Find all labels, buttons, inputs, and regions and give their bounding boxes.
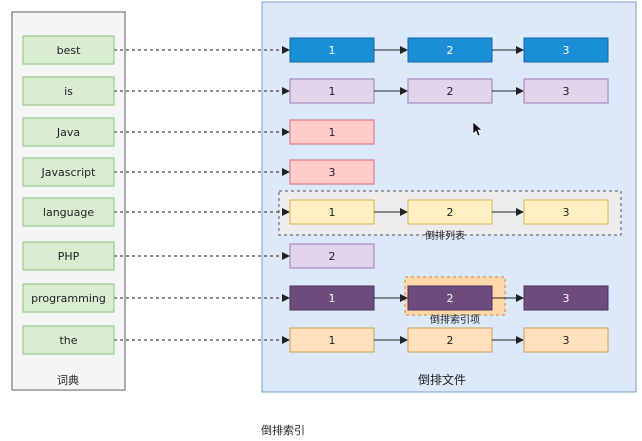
term-node-is: is (22, 76, 115, 106)
term-label: Javascript (41, 166, 97, 179)
term-box (22, 76, 115, 106)
posting-item-box (407, 285, 493, 311)
posting-item-box (289, 327, 375, 353)
term-box (22, 241, 115, 271)
term-node-language: language (22, 197, 115, 227)
posting-item-box (289, 285, 375, 311)
term-box (22, 197, 115, 227)
posting-list-the: 1 2 3 (289, 327, 609, 353)
posting-item-label: 1 (329, 206, 336, 219)
term-box (22, 325, 115, 355)
posting-item-label: 3 (329, 166, 336, 179)
posting-list-javascript: 3 (289, 159, 375, 185)
term-label: best (57, 44, 81, 57)
term-label: language (43, 206, 94, 219)
posting-item-label: 2 (447, 292, 454, 305)
mouse-cursor-icon (472, 121, 483, 137)
posting-item-box (289, 159, 375, 185)
posting-item-box (407, 199, 493, 225)
posting-item-box (289, 199, 375, 225)
posting-item-box (523, 199, 609, 225)
term-box (22, 117, 115, 147)
posting-list-programming: 1 2 3 (289, 285, 609, 311)
posting-item-box (407, 78, 493, 104)
posting-item-label: 3 (563, 292, 570, 305)
posting-item-label: 3 (563, 206, 570, 219)
posting-item-label: 1 (329, 126, 336, 139)
term-node-java: Java (22, 117, 115, 147)
term-node-javascript: Javascript (22, 157, 115, 187)
term-box (22, 35, 115, 65)
term-node-php: PHP (22, 241, 115, 271)
posting-item-label: 2 (447, 44, 454, 57)
posting-list-is: 1 2 3 (289, 78, 609, 104)
posting-lists: 1 2 3 1 2 3 1 3 1 2 3 2 1 2 3 1 2 3 (289, 37, 609, 353)
posting-item-box (289, 119, 375, 145)
posting-item-label: 2 (329, 250, 336, 263)
posting-item-box (523, 37, 609, 63)
dictionary-label: 词典 (57, 373, 79, 387)
posting-list-java: 1 (289, 119, 375, 145)
term-box (22, 157, 115, 187)
posting-item-label: 1 (329, 334, 336, 347)
posting-item-label: 倒排索引项 (430, 313, 480, 326)
posting-list-language: 1 2 3 (289, 199, 609, 225)
posting-item-label: 1 (329, 85, 336, 98)
posting-item-box (523, 285, 609, 311)
posting-item-label: 1 (329, 292, 336, 305)
term-box (22, 283, 115, 313)
term-label: Java (56, 126, 80, 139)
posting-item-box (523, 78, 609, 104)
term-label: the (59, 334, 77, 347)
posting-list-label: 倒排列表 (425, 229, 465, 242)
posting-list-php: 2 (289, 243, 375, 269)
posting-item-label: 2 (447, 206, 454, 219)
posting-item-box (523, 327, 609, 353)
posting-item-box (289, 78, 375, 104)
term-node-best: best (22, 35, 115, 65)
posting-item-label: 3 (563, 334, 570, 347)
term-label: is (64, 85, 73, 98)
dictionary-links (114, 46, 290, 344)
term-node-programming: programming (22, 283, 115, 313)
posting-item-label: 1 (329, 44, 336, 57)
posting-item-label: 2 (447, 85, 454, 98)
term-node-the: the (22, 325, 115, 355)
diagram-caption: 倒排索引 (261, 423, 305, 437)
posting-item-label: 3 (563, 44, 570, 57)
posting-item-label: 2 (447, 334, 454, 347)
posting-list-best: 1 2 3 (289, 37, 609, 63)
term-label: PHP (58, 250, 80, 263)
posting-item-label: 3 (563, 85, 570, 98)
term-label: programming (31, 292, 106, 305)
posting-item-box (289, 243, 375, 269)
inverted-file-label: 倒排文件 (418, 372, 466, 387)
